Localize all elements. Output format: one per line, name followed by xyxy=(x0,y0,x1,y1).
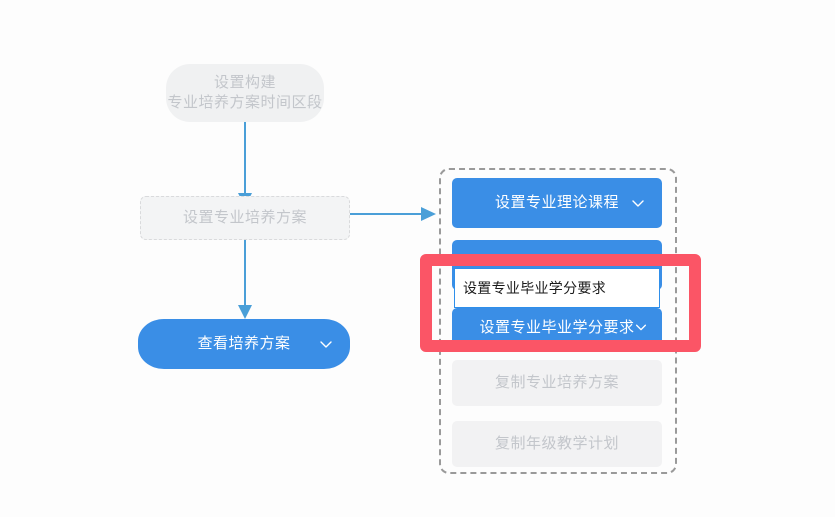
node-set-build-period: 设置构建 专业培养方案时间区段 xyxy=(166,64,324,122)
node-view-training-plan-label: 查看培养方案 xyxy=(197,334,291,352)
node-set-theory-course-label: 设置专业理论课程 xyxy=(494,193,619,211)
graduation-credit-tooltip: 设置专业毕业学分要求 xyxy=(454,268,660,308)
node-set-major-training-plan-label: 设置专业培养方案 xyxy=(182,208,307,226)
arrow-right-icon-1 xyxy=(350,207,436,221)
node-copy-major-training-plan: 复制专业培养方案 xyxy=(452,360,662,406)
arrow-down-icon-1 xyxy=(238,122,252,207)
training-plan-actions-group xyxy=(439,168,677,474)
red-highlight-box xyxy=(420,254,701,352)
node-view-training-plan[interactable]: 查看培养方案 xyxy=(138,319,350,369)
node-set-graduation-credit-label: 设置专业毕业学分要求 xyxy=(479,318,635,336)
chevron-down-icon[interactable] xyxy=(634,320,650,336)
node-set-major-training-plan: 设置专业培养方案 xyxy=(140,196,350,240)
graduation-credit-tooltip-text: 设置专业毕业学分要求 xyxy=(463,280,606,296)
node-copy-major-training-plan-label: 复制专业培养方案 xyxy=(494,373,619,391)
node-set-theory-course[interactable]: 设置专业理论课程 xyxy=(452,178,662,228)
arrow-down-icon-2 xyxy=(238,240,252,319)
chevron-down-icon[interactable] xyxy=(630,195,646,211)
node-copy-grade-teaching-plan-label: 复制年级教学计划 xyxy=(494,434,619,452)
chevron-down-icon[interactable] xyxy=(318,336,334,352)
node-copy-grade-teaching-plan: 复制年级教学计划 xyxy=(452,421,662,467)
node-set-build-period-label: 设置构建 专业培养方案时间区段 xyxy=(167,73,323,111)
